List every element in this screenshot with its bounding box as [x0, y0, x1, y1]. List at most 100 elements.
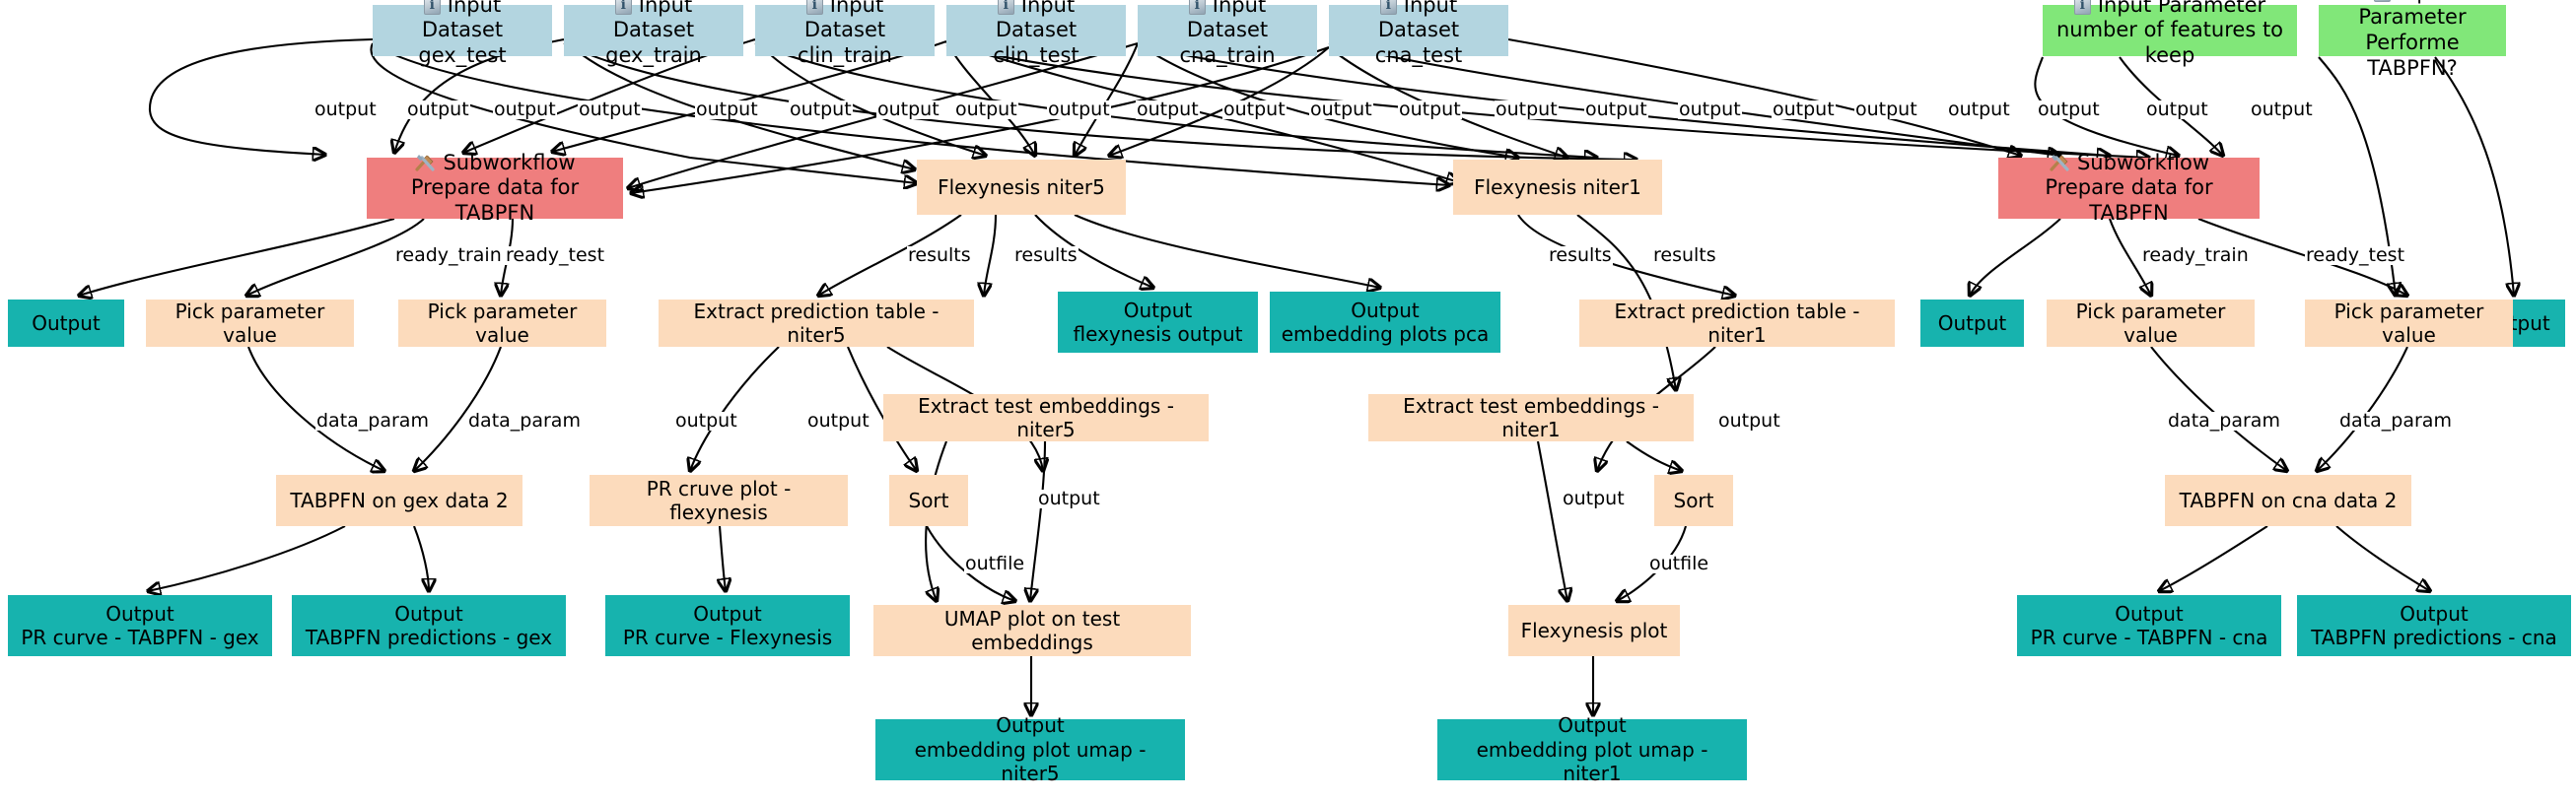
- info-icon: [423, 0, 441, 15]
- edge-label: output: [674, 410, 738, 432]
- edge-label: output: [789, 99, 853, 120]
- node-line2: gex_train: [605, 42, 702, 67]
- edge-label: data_param: [315, 410, 430, 432]
- node-line1: Output: [1558, 713, 1627, 738]
- edge-label: results: [1652, 244, 1717, 266]
- node-line1: UMAP plot on test embeddings: [943, 606, 1121, 654]
- edge-label: output: [1678, 99, 1742, 120]
- node-line1: Input Dataset: [996, 0, 1077, 41]
- workflow-node-pr_flex[interactable]: PR cruve plot - flexynesis: [590, 475, 848, 526]
- workflow-node-emb1[interactable]: Extract test embeddings - niter1: [1368, 394, 1694, 441]
- node-line1: Input Dataset: [1187, 0, 1268, 41]
- node-line1: PR cruve plot - flexynesis: [646, 476, 792, 524]
- node-line1: Output: [2400, 601, 2469, 626]
- workflow-node-sort1[interactable]: Sort: [1654, 475, 1733, 526]
- edge-label: output: [578, 99, 642, 120]
- info-icon: [805, 0, 823, 15]
- node-line1: Input Parameter: [2358, 0, 2467, 29]
- workflow-node-sort5[interactable]: Sort: [889, 475, 968, 526]
- edge-label: outfile: [964, 553, 1026, 574]
- node-line1: Input Dataset: [613, 0, 694, 41]
- edge-label: output: [1222, 99, 1287, 120]
- node-line2: cna_test: [1374, 42, 1463, 67]
- info-icon: [2073, 0, 2091, 15]
- node-line2: Performe TABPFN?: [2365, 31, 2460, 80]
- edge-label: ready_test: [2305, 244, 2406, 266]
- node-line1: Pick parameter value: [174, 299, 325, 347]
- edge-label: output: [1047, 99, 1111, 120]
- node-line2: embedding plots pca: [1281, 322, 1490, 346]
- node-line2: embedding plot umap - niter5: [914, 737, 1147, 786]
- info-icon: [2373, 0, 2391, 2]
- edge-label: output: [1717, 410, 1781, 432]
- workflow-node-pick_gex_test[interactable]: Pick parameter value: [398, 300, 606, 347]
- edge-label: output: [1495, 99, 1559, 120]
- workflow-node-pick_cna_train[interactable]: Pick parameter value: [2047, 300, 2255, 347]
- tools-icon: [2049, 153, 2070, 172]
- node-line2: PR curve - Flexynesis: [622, 626, 833, 649]
- workflow-node-emb5[interactable]: Extract test embeddings - niter5: [883, 394, 1209, 441]
- node-line1: Output: [693, 601, 762, 626]
- node-line1: Subworkflow: [2049, 151, 2209, 174]
- node-line2: TABPFN predictions - gex: [305, 626, 553, 649]
- node-line2: gex_test: [418, 42, 507, 67]
- edge-label: output: [695, 99, 759, 120]
- workflow-node-flex1[interactable]: Flexynesis niter1: [1453, 160, 1662, 215]
- node-line1: Extract prediction table - niter5: [693, 299, 940, 347]
- workflow-node-flexplot[interactable]: Flexynesis plot: [1508, 605, 1680, 656]
- node-line2: TABPFN predictions - cna: [2311, 626, 2557, 649]
- edge-label: ready_train: [2141, 244, 2250, 266]
- node-line1: Extract prediction table - niter1: [1614, 299, 1860, 347]
- node-line1: TABPFN on gex data 2: [290, 488, 509, 512]
- workflow-node-umap5[interactable]: UMAP plot on test embeddings: [873, 605, 1191, 656]
- edge-label: output: [1309, 99, 1373, 120]
- workflow-node-pick_gex_train[interactable]: Pick parameter value: [146, 300, 354, 347]
- edge-label: output: [2145, 99, 2209, 120]
- workflow-node-extract_pred5[interactable]: Extract prediction table - niter5: [659, 300, 974, 347]
- edge-label: output: [313, 99, 378, 120]
- node-line2: PR curve - TABPFN - cna: [2030, 626, 2268, 649]
- node-line1: Flexynesis plot: [1520, 618, 1668, 642]
- node-line1: Pick parameter value: [2075, 299, 2226, 347]
- edge-label: output: [1947, 99, 2011, 120]
- workflow-node-out_gex_small[interactable]: Output: [8, 300, 124, 347]
- node-line1: Flexynesis niter5: [938, 174, 1105, 199]
- info-icon: [1188, 0, 1206, 15]
- workflow-node-tabpfn_cna[interactable]: TABPFN on cna data 2: [2165, 475, 2411, 526]
- workflow-node-out_cna_small[interactable]: Output: [1920, 300, 2024, 347]
- node-line2: number of features to keep: [2055, 18, 2284, 67]
- node-line2: Prepare data for TABPFN: [410, 175, 580, 225]
- node-line1: Extract test embeddings - niter5: [918, 393, 1174, 441]
- edge-label: output: [1037, 488, 1101, 509]
- edge-label: results: [907, 244, 972, 266]
- edge-label: results: [1013, 244, 1079, 266]
- edge-label: output: [1136, 99, 1200, 120]
- workflow-node-extract_pred1[interactable]: Extract prediction table - niter1: [1579, 300, 1895, 347]
- node-line2: embedding plot umap - niter1: [1476, 737, 1708, 786]
- workflow-node-pick_cna_test[interactable]: Pick parameter value: [2305, 300, 2513, 347]
- workflow-node-tabpfn_gex[interactable]: TABPFN on gex data 2: [276, 475, 522, 526]
- workflow-node-flex5[interactable]: Flexynesis niter5: [917, 160, 1126, 215]
- node-line2: clin_test: [993, 42, 1079, 67]
- node-line1: Flexynesis niter1: [1474, 174, 1641, 199]
